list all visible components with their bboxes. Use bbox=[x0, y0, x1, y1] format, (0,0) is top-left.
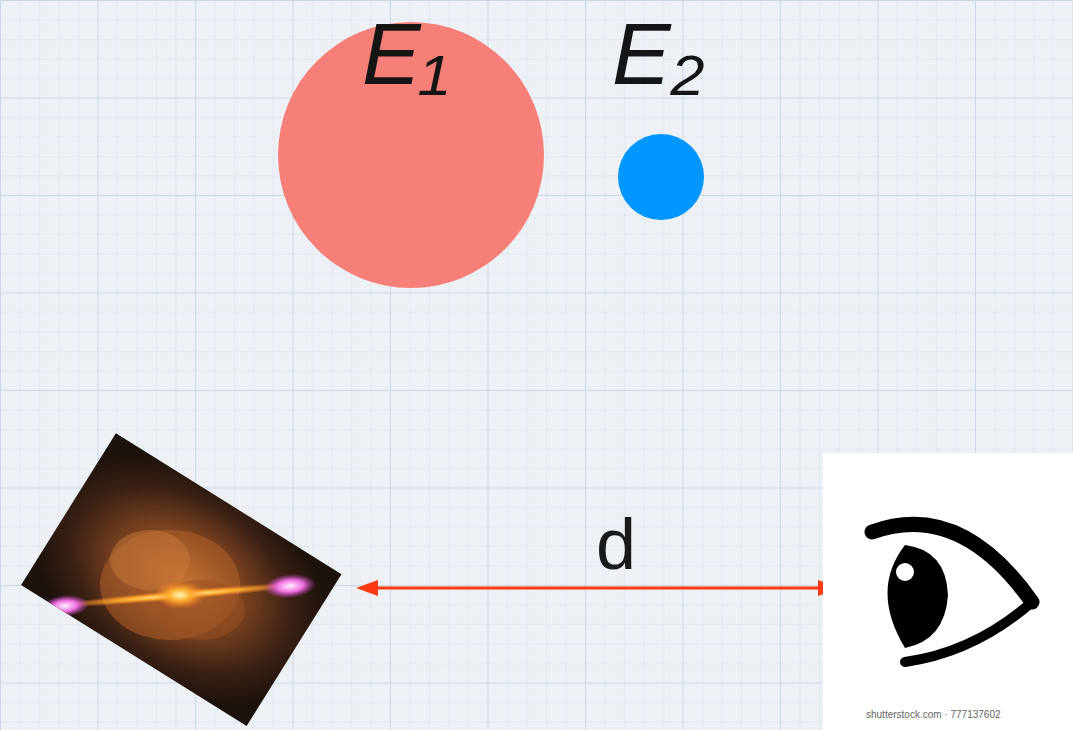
distance-arrow bbox=[356, 580, 840, 596]
energy-label: E₂ bbox=[612, 10, 704, 98]
watermark: shutterstock.com · 777137602 bbox=[866, 710, 1001, 720]
circle-fill bbox=[618, 134, 704, 220]
energy-label: E₁ bbox=[362, 10, 448, 98]
energy-circle: E₁ bbox=[278, 22, 544, 288]
circle-outline bbox=[618, 134, 704, 220]
distance-label: d bbox=[596, 508, 636, 580]
grb-picture bbox=[21, 433, 341, 726]
eye-picture bbox=[823, 453, 1073, 730]
energy-circle: E₂ bbox=[618, 134, 704, 220]
